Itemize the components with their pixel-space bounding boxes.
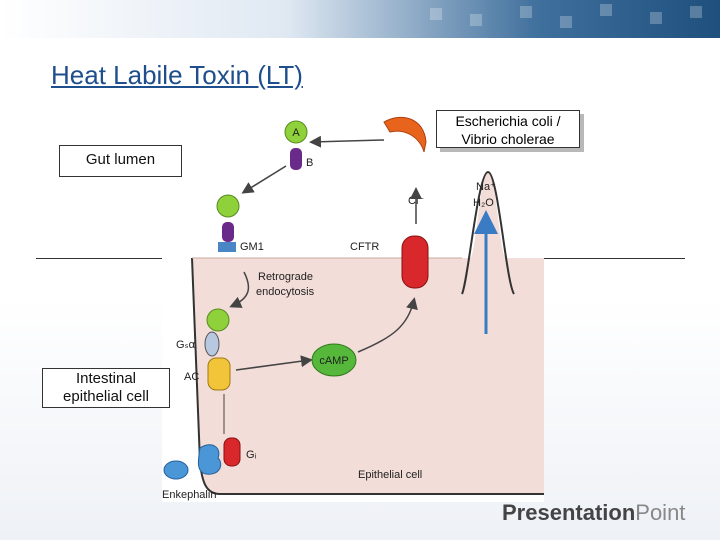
gi-protein [223, 437, 241, 467]
enkephalin-molecule [163, 460, 189, 480]
water-label: H₂O [473, 197, 494, 209]
logo-bold-text: Presentation [502, 500, 636, 525]
lt-mechanism-diagram: A B GM1 Cl⁻ CFTR Na⁺ H₂O Retrograde endo… [162, 112, 544, 502]
gs-alpha-label: Gₛα [176, 339, 196, 351]
ac-label: AC [184, 371, 199, 383]
logo-thin-text: Point [635, 500, 686, 525]
opioid-receptor [197, 444, 222, 475]
arrow-toxin-to-gm1 [241, 165, 287, 194]
cftr-label: CFTR [350, 241, 379, 253]
enkephalin-label: Enkephalin [162, 489, 216, 501]
retrograde-label: Retrograde [258, 271, 313, 283]
bacterium-shape [383, 116, 427, 153]
presentationpoint-logo: PresentationPoint [502, 500, 685, 526]
gm1-label: GM1 [240, 241, 264, 253]
bound-subunit-a-circle [216, 194, 240, 218]
ecoli-line1: Escherichia coli / [455, 113, 561, 129]
subunit-a-circle [284, 120, 308, 144]
ecoli-vibrio-label: Escherichia coli / Vibrio cholerae [436, 110, 580, 148]
arrow-camp-to-cftr [357, 297, 418, 353]
gut-lumen-label: Gut lumen [59, 145, 182, 177]
intestinal-line2: epithelial cell [63, 388, 149, 405]
gm1-receptor [218, 242, 236, 252]
internalized-subunit-a-circle [206, 308, 230, 332]
subunit-b-shape [290, 148, 302, 170]
arrow-ac-to-camp [235, 355, 313, 371]
villus-membrane [461, 170, 515, 295]
sodium-label: Na⁺ [476, 181, 496, 193]
ecoli-line2: Vibrio cholerae [461, 131, 555, 147]
camp-molecule [311, 343, 357, 377]
gs-alpha-protein [204, 331, 220, 357]
bound-subunit-b-shape [222, 222, 234, 242]
subunit-a-label: A [292, 127, 300, 139]
right-divider-line [540, 258, 685, 259]
header-band [0, 0, 720, 38]
epithelial-cell-label: Epithelial cell [358, 469, 422, 481]
intestinal-cell-label: Intestinal epithelial cell [42, 368, 170, 408]
endocytosis-label: endocytosis [256, 286, 315, 298]
arrow-bacterium-to-toxin [309, 135, 385, 148]
intestinal-line1: Intestinal [75, 370, 137, 387]
camp-label: cAMP [319, 355, 348, 367]
gut-lumen-text: Gut lumen [85, 151, 156, 168]
subunit-b-label: B [306, 157, 313, 169]
cftr-channel [401, 235, 429, 289]
adenylate-cyclase [207, 357, 231, 391]
epithelial-cell-body [192, 172, 544, 494]
slide-title: Heat Labile Toxin (LT) [51, 60, 303, 90]
left-divider-line [36, 258, 176, 259]
arrow-endocytosis [229, 271, 250, 308]
gi-label: Gᵢ [246, 449, 257, 461]
